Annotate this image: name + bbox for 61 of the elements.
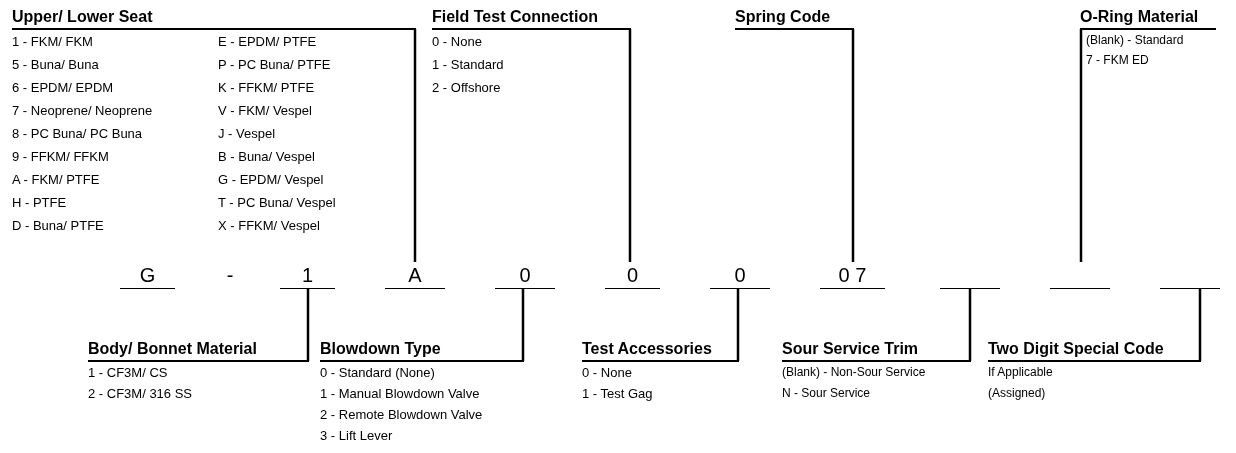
option-text: 1 - FKM/ FKM [12,33,94,51]
option-text: G - EPDM/ Vespel [218,171,325,189]
option-text: (Blank) - Standard [1086,32,1185,49]
option-text: If Applicable [988,364,1054,381]
leader-line [521,288,525,361]
option-text: D - Buna/ PTFE [12,217,105,235]
section-heading: Spring Code [735,6,854,30]
option-text: 2 - Remote Blowdown Valve [320,406,484,424]
section-heading: Sour Service Trim [782,338,971,362]
section-heading: O-Ring Material [1080,6,1216,30]
option-text: 7 - Neoprene/ Neoprene [12,102,154,120]
section-heading: Field Test Connection [432,6,631,30]
option-text: (Assigned) [988,385,1047,402]
code-character: 0 7 [820,262,885,289]
option-text: 9 - FFKM/ FFKM [12,148,110,166]
option-text: 8 - PC Buna/ PC Buna [12,125,144,143]
option-text: E - EPDM/ PTFE [218,33,318,51]
code-character: 0 [710,262,770,289]
option-text: 6 - EPDM/ EPDM [12,79,115,97]
option-text: T - PC Buna/ Vespel [218,194,337,212]
section-heading: Test Accessories [582,338,739,362]
leader-line [1079,29,1083,262]
section-heading: Upper/ Lower Seat [12,6,416,30]
leader-line [306,288,310,361]
option-text: J - Vespel [218,125,277,143]
option-text: 0 - None [432,33,483,51]
leader-line [736,288,740,361]
option-text: N - Sour Service [782,385,872,402]
option-text: 2 - Offshore [432,79,502,97]
leader-line [628,29,632,262]
section-heading: Blowdown Type [320,338,524,362]
code-character: 0 [605,262,660,289]
leader-line [968,288,972,361]
option-text: 0 - None [582,364,633,382]
option-text: P - PC Buna/ PTFE [218,56,332,74]
option-text: 0 - Standard (None) [320,364,436,382]
code-character: 1 [280,262,335,289]
option-text: B - Buna/ Vespel [218,148,316,166]
option-text: 1 - CF3M/ CS [88,364,169,382]
option-text: V - FKM/ Vespel [218,102,313,120]
code-character: A [385,262,445,289]
option-text: 3 - Lift Lever [320,427,394,445]
leader-line [1198,288,1202,361]
code-character: 0 [495,262,555,289]
option-text: 1 - Test Gag [582,385,654,403]
option-text: 7 - FKM ED [1086,52,1150,69]
option-text: (Blank) - Non-Sour Service [782,364,927,381]
option-text: X - FFKM/ Vespel [218,217,321,235]
code-character: G [120,262,175,289]
code-character: - [225,263,235,288]
option-text: A - FKM/ PTFE [12,171,101,189]
option-text: 1 - Standard [432,56,505,74]
option-text: H - PTFE [12,194,68,212]
option-text: 5 - Buna/ Buna [12,56,100,74]
option-text: K - FFKM/ PTFE [218,79,316,97]
option-text: 1 - Manual Blowdown Valve [320,385,481,403]
section-heading: Body/ Bonnet Material [88,338,309,362]
section-heading: Two Digit Special Code [988,338,1201,362]
option-text: 2 - CF3M/ 316 SS [88,385,194,403]
leader-line [851,29,855,262]
leader-line [413,29,417,262]
